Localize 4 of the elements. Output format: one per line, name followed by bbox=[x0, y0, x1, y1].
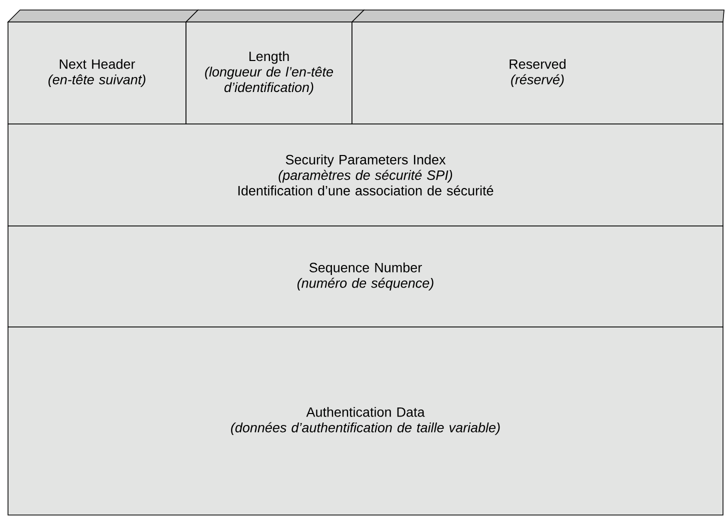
field-box: Next Header (en-tête suivant) bbox=[8, 22, 186, 124]
field-box: Authentication Data (données d’authentification de taille variable) bbox=[8, 326, 724, 516]
field-box: Sequence Number (numéro de séquence) bbox=[8, 226, 724, 328]
field-box: Length (longueur de l’en-tête d’identification) bbox=[186, 22, 352, 124]
